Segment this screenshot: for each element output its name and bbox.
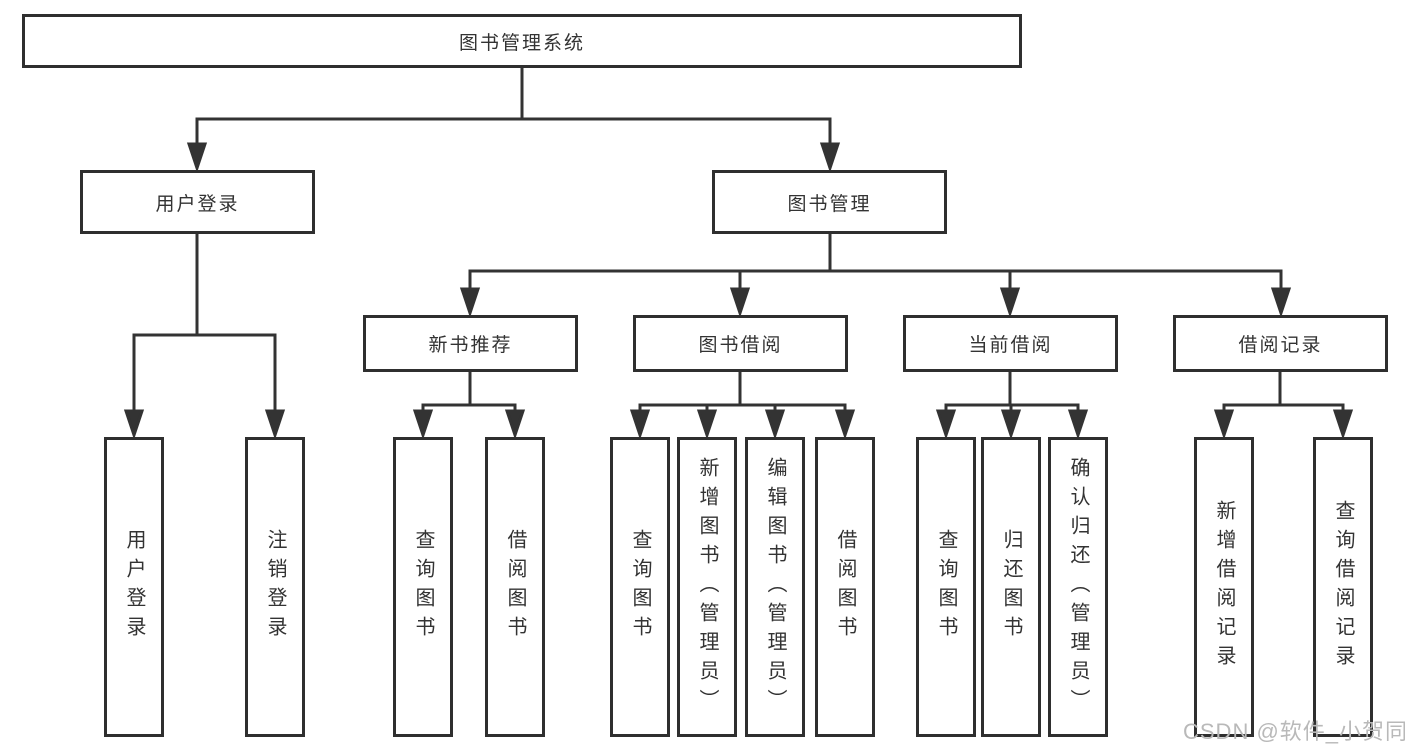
node-leaf-borrow-books-1: 借阅图书 xyxy=(485,437,545,737)
node-leaf-query-books-3: 查询图书 xyxy=(916,437,976,737)
arrowhead xyxy=(1332,409,1354,440)
node-book-borrowing: 图书借阅 xyxy=(633,315,848,372)
arrowhead xyxy=(264,409,286,440)
arrowhead xyxy=(1270,287,1292,318)
node-borrow-records: 借阅记录 xyxy=(1173,315,1388,372)
node-leaf-confirm-return-admin: 确认归还（管理员） xyxy=(1048,437,1108,737)
arrowhead xyxy=(935,409,957,440)
node-leaf-edit-books-admin: 编辑图书（管理员） xyxy=(745,437,805,737)
node-leaf-query-borrow-record: 查询借阅记录 xyxy=(1313,437,1373,737)
csdn-watermark: CSDN @软件_小贺同学 xyxy=(1183,719,1405,744)
arrowhead xyxy=(1000,409,1022,440)
node-leaf-return-books: 归还图书 xyxy=(981,437,1041,737)
arrowhead xyxy=(1067,409,1089,440)
node-new-book-recommend: 新书推荐 xyxy=(363,315,578,372)
arrowhead xyxy=(729,287,751,318)
arrowhead xyxy=(834,409,856,440)
node-user-login-module: 用户登录 xyxy=(80,170,315,234)
arrowhead xyxy=(999,287,1021,318)
node-leaf-add-borrow-record: 新增借阅记录 xyxy=(1194,437,1254,737)
node-leaf-query-books-2: 查询图书 xyxy=(610,437,670,737)
arrowhead xyxy=(696,409,718,440)
node-leaf-logout: 注销登录 xyxy=(245,437,305,737)
node-leaf-query-books-1: 查询图书 xyxy=(393,437,453,737)
node-root-system: 图书管理系统 xyxy=(22,14,1022,68)
node-leaf-add-books-admin: 新增图书（管理员） xyxy=(677,437,737,737)
arrowhead xyxy=(186,142,208,173)
arrowhead xyxy=(819,142,841,173)
arrowhead xyxy=(764,409,786,440)
node-book-management-module: 图书管理 xyxy=(712,170,947,234)
arrowhead xyxy=(123,409,145,440)
arrowhead xyxy=(1213,409,1235,440)
arrowhead xyxy=(459,287,481,318)
arrowhead xyxy=(412,409,434,440)
node-current-borrowing: 当前借阅 xyxy=(903,315,1118,372)
node-leaf-user-login: 用户登录 xyxy=(104,437,164,737)
node-leaf-borrow-books-2: 借阅图书 xyxy=(815,437,875,737)
arrowhead xyxy=(629,409,651,440)
arrowhead xyxy=(504,409,526,440)
